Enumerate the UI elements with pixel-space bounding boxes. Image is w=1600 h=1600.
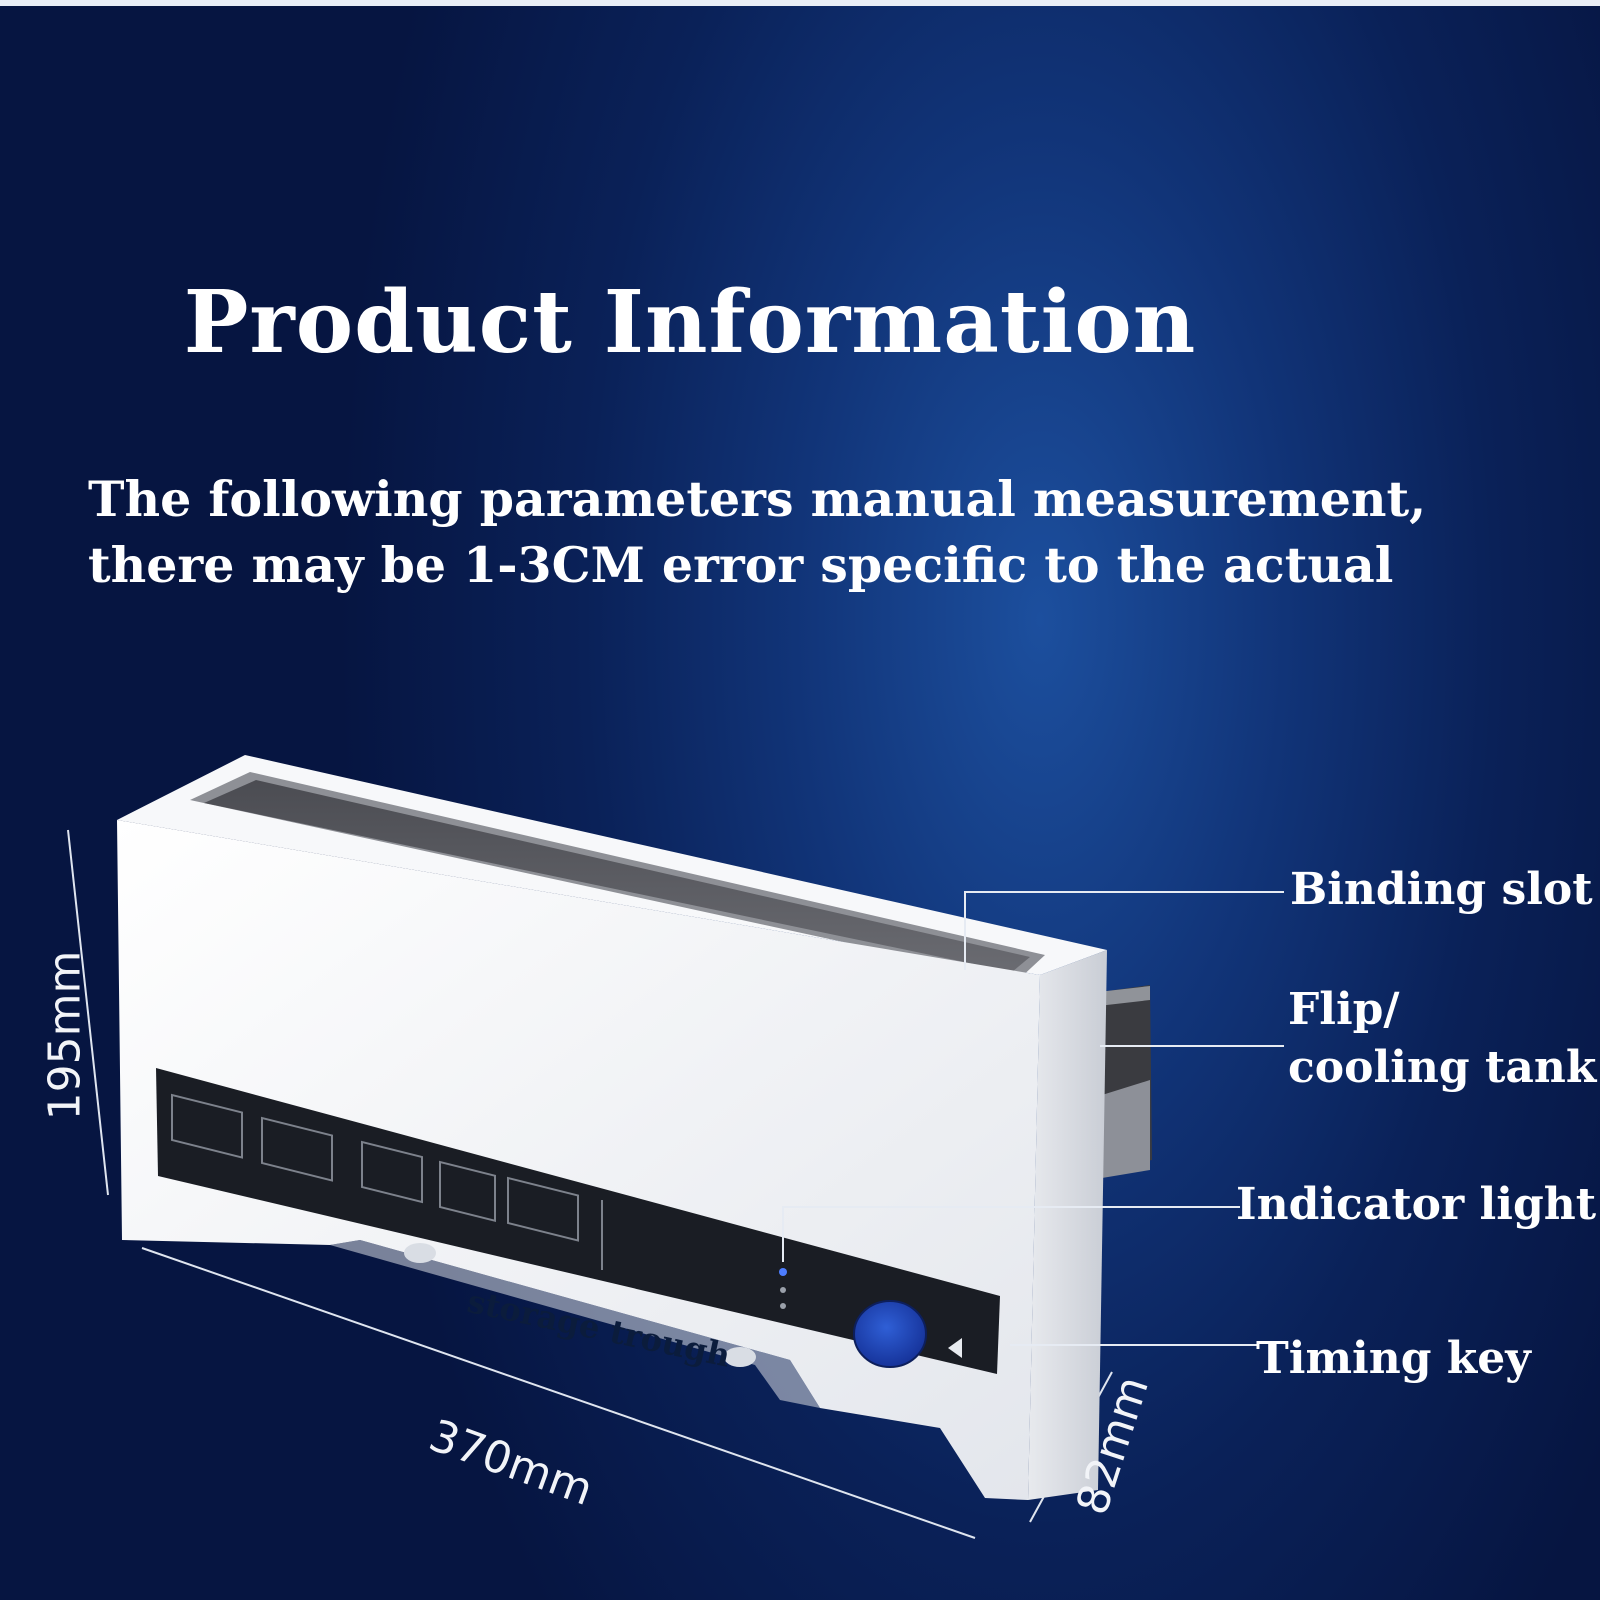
subtitle-line-1: The following parameters manual measurem… [88, 470, 1427, 528]
led-indicator-icon [779, 1268, 787, 1276]
label-flip-cooling-tank: Flip/ cooling tank [1288, 981, 1596, 1097]
label-timing-key: Timing key [1256, 1333, 1531, 1384]
binding-slot-leader [964, 891, 1284, 970]
instruction-step-1 [171, 1093, 243, 1159]
label-flip-line-2: cooling tank [1288, 1042, 1597, 1093]
dimension-height: 195mm [39, 950, 91, 1121]
round-button-icon[interactable] [853, 1300, 927, 1368]
instruction-step-2 [261, 1116, 333, 1182]
label-flip-line-1: Flip/ [1288, 984, 1400, 1035]
page-title: Product Information [183, 272, 1197, 373]
top-border [0, 0, 1600, 6]
page-subtitle: The following parameters manual measurem… [88, 466, 1528, 598]
play-triangle-icon [948, 1338, 962, 1358]
label-indicator-light: Indicator light [1236, 1179, 1597, 1230]
instruction-step-3 [361, 1140, 423, 1204]
height-dimension-line [67, 829, 109, 1196]
instruction-step-5 [507, 1176, 579, 1242]
binding-machine [117, 755, 1107, 1500]
subtitle-line-2: there may be 1-3CM error specific to the… [88, 536, 1394, 594]
control-panel [156, 1068, 1000, 1374]
label-binding-slot: Binding slot [1290, 864, 1593, 915]
length-dimension-line [141, 1247, 976, 1539]
indicator-leader [782, 1206, 1240, 1262]
instruction-step-4 [439, 1160, 496, 1222]
